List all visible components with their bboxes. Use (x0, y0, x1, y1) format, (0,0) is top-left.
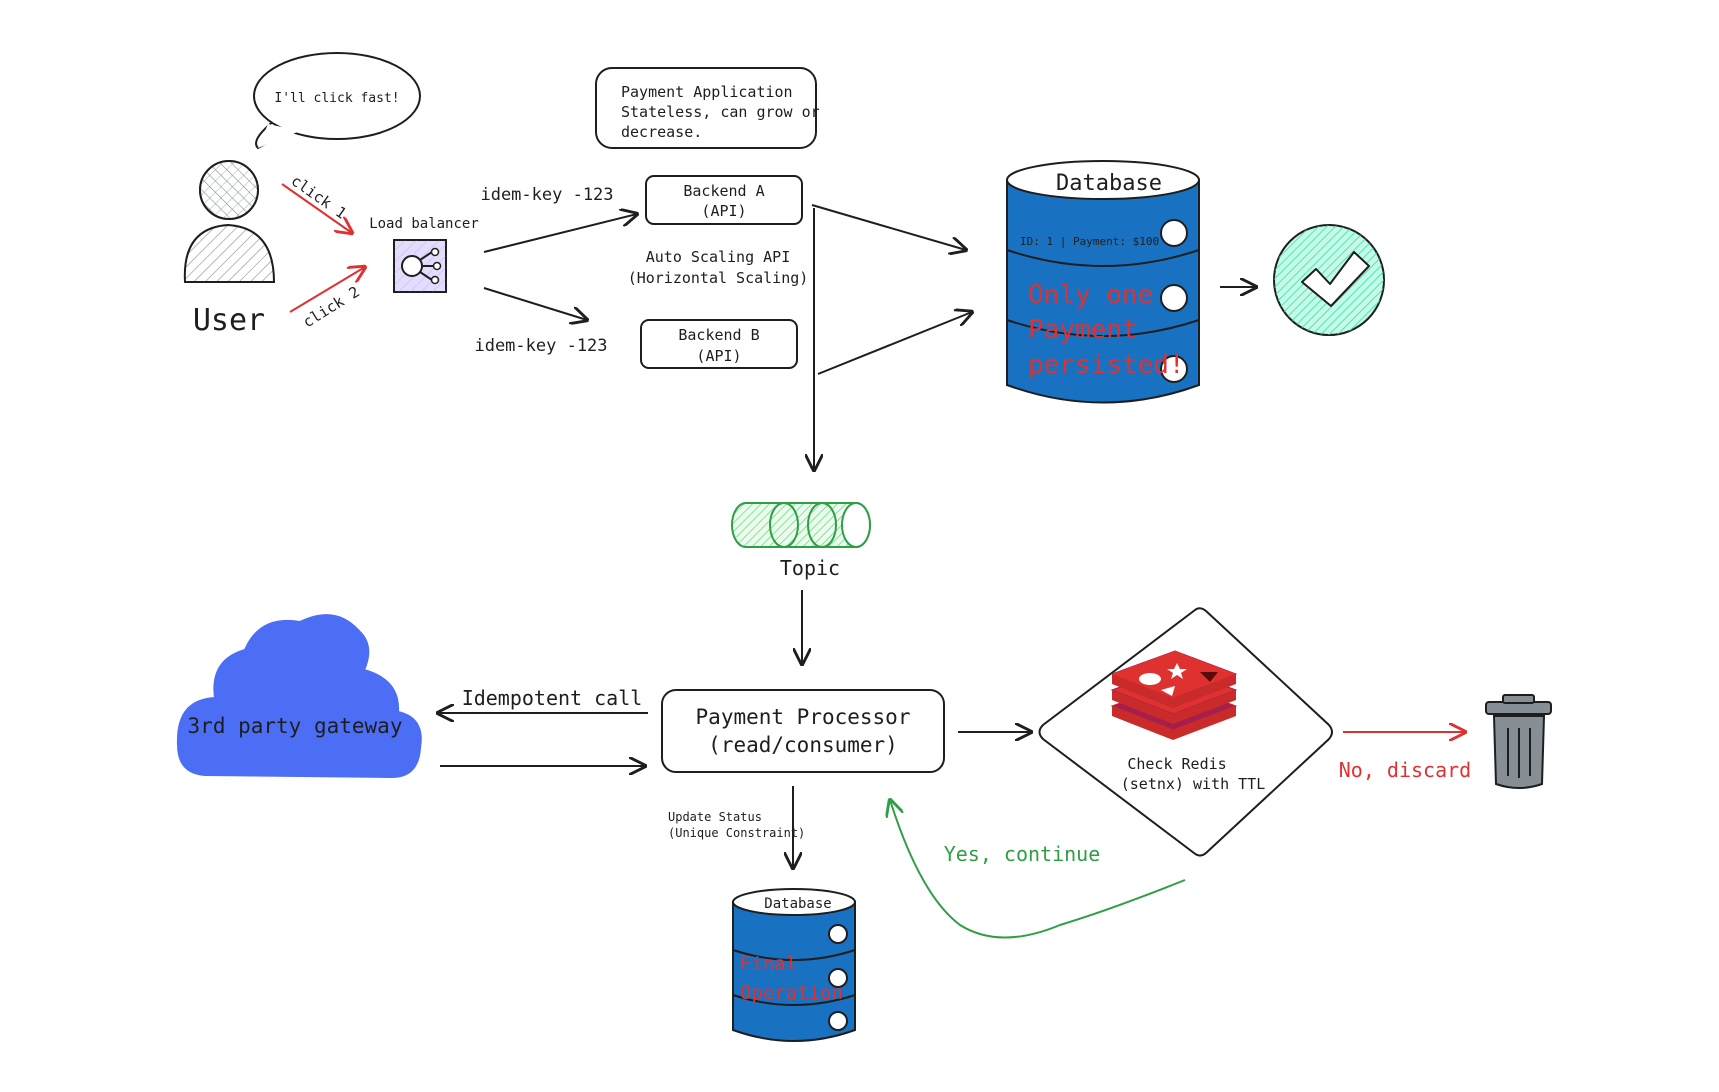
svg-text:(API): (API) (696, 347, 741, 365)
click1-arrow (281, 183, 352, 233)
main-database-note-2: Payment (1028, 315, 1138, 345)
redis-to-processor-arrow (890, 800, 1186, 939)
main-database (1006, 160, 1200, 404)
topic-icon (731, 502, 871, 548)
payment-processor-box: Payment Processor (read/consumer) (661, 689, 945, 773)
user-icon (183, 160, 276, 283)
svg-text:Payment Application: Payment Application (621, 83, 793, 101)
update-status-label-1: Update Status (668, 810, 762, 824)
checkmark-icon (1273, 224, 1385, 336)
click2-label: click 2 (300, 283, 363, 332)
lb-to-backend-a-arrow (483, 214, 637, 253)
gateway-label: 3rd party gateway (188, 714, 403, 738)
svg-text:(API): (API) (701, 202, 746, 220)
svg-text:decrease.: decrease. (621, 123, 702, 141)
speech-bubble-text: I'll click fast! (274, 91, 399, 106)
load-balancer-label: Load balancer (369, 216, 479, 232)
yes-continue-label: Yes, continue (944, 842, 1101, 866)
auto-scaling-label-1: Auto Scaling API (646, 248, 791, 266)
main-database-title: Database (1056, 171, 1162, 196)
main-database-record: ID: 1 | Payment: $100 (1020, 235, 1159, 248)
gateway-cloud-icon (176, 614, 422, 779)
click1-label: click 1 (288, 172, 350, 223)
redis-icon (1110, 650, 1238, 740)
backend-a-box: Backend A (API) (645, 175, 803, 225)
backend-b-to-db-arrow (817, 312, 972, 375)
idempotent-call-label: Idempotent call (462, 686, 643, 710)
final-database-title: Database (764, 896, 831, 912)
svg-text:Backend B: Backend B (678, 326, 759, 344)
svg-text:Stateless, can grow or: Stateless, can grow or (621, 103, 820, 121)
idem-key-a-label: idem-key -123 (480, 185, 613, 205)
idem-key-b-label: idem-key -123 (474, 336, 607, 356)
svg-text:(read/consumer): (read/consumer) (708, 733, 898, 757)
final-database-note-2: Operation (740, 982, 843, 1004)
backend-a-to-db-arrow (811, 204, 966, 250)
click2-arrow (289, 267, 365, 313)
redis-check-label-2: (setnx) with TTL (1121, 775, 1266, 793)
load-balancer-icon (393, 239, 447, 293)
backend-b-box: Backend B (API) (640, 319, 798, 369)
topic-label: Topic (780, 556, 840, 580)
auto-scaling-label-2: (Horizontal Scaling) (628, 269, 809, 287)
final-database (732, 888, 856, 1042)
trash-icon (1485, 694, 1552, 789)
svg-text:Payment Processor: Payment Processor (696, 705, 911, 729)
user-label: User (193, 303, 265, 338)
no-discard-label: No, discard (1339, 758, 1471, 782)
main-database-note-1: Only one (1028, 280, 1153, 310)
final-database-note-1: Final (740, 953, 797, 975)
svg-text:Backend A: Backend A (683, 182, 764, 200)
lb-to-backend-b-arrow (483, 287, 587, 320)
redis-check-label-1: Check Redis (1127, 755, 1226, 773)
payment-app-note: Payment Application Stateless, can grow … (595, 67, 820, 149)
main-database-note-3: persisted! (1028, 350, 1185, 380)
speech-bubble: I'll click fast! (253, 52, 421, 150)
update-status-label-2: (Unique Constraint) (668, 826, 805, 840)
